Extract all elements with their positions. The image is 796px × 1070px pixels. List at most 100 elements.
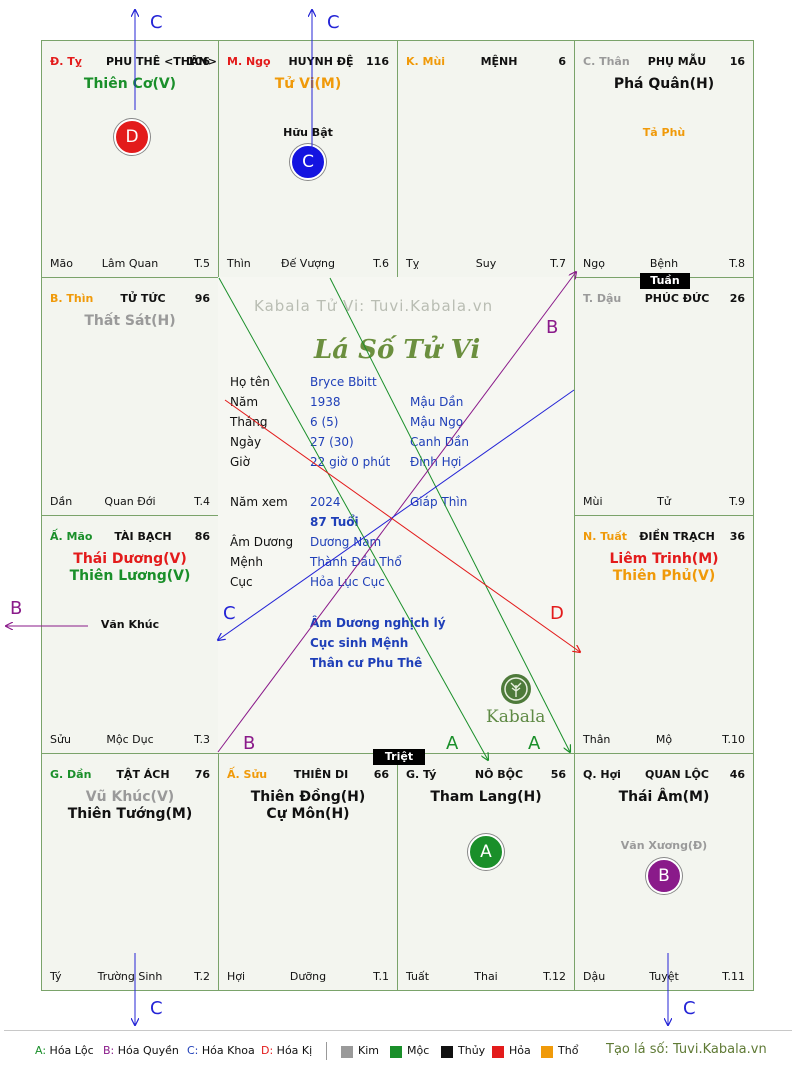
brand-emblem [501, 674, 531, 704]
palace-canchi: M. Ngọ [227, 55, 271, 68]
major-stars: Phá Quân(H) [575, 76, 753, 93]
palace-name: PHỤ MẪU [647, 55, 707, 68]
arrow-a-2 [329, 277, 570, 752]
palace-age: 76 [194, 768, 210, 781]
arrow-label-a-2: A [528, 733, 541, 754]
major-star: Cự Môn(H) [266, 806, 350, 822]
palace-canchi: G. Tý [406, 768, 437, 781]
site-credit[interactable]: Tạo lá số: Tuvi.Kabala.vn [606, 1042, 767, 1057]
transformation-arrows [0, 0, 796, 1030]
palace-age: 56 [550, 768, 566, 781]
palace-decade: T.7 [550, 257, 566, 270]
legend-text: Hóa Lộc [46, 1044, 94, 1057]
palace-decade: T.1 [373, 970, 389, 983]
major-star: Liêm Trinh(M) [609, 551, 719, 567]
palace-decade: T.8 [729, 257, 745, 270]
info-canchi: Giáp Thìn [410, 495, 468, 509]
info-value: Dương Nam [310, 535, 382, 549]
major-stars: Liêm Trinh(M)Thiên Phủ(V) [575, 551, 753, 585]
minor-star: Tả Phù [642, 126, 686, 139]
legend-swatch [390, 1046, 402, 1058]
badge-b: B [646, 858, 682, 894]
palace-branch: Thìn [227, 257, 251, 270]
palace-stage: Dưỡng [289, 970, 327, 983]
info-value: Bryce Bbitt [310, 375, 377, 389]
arrow-c-1 [218, 389, 575, 640]
palace-branch: Ngọ [583, 257, 605, 270]
legend-element: Hỏa [509, 1044, 531, 1057]
legend-swatch [541, 1046, 553, 1058]
badge-d: D [114, 119, 150, 155]
palace-stage: Mộ [655, 733, 673, 746]
palace-canchi: G. Dần [50, 768, 92, 781]
info-canchi: Đinh Hợi [410, 455, 462, 469]
palace-name: ĐIỀN TRẠCH [639, 530, 715, 543]
triet-tag: Triệt [373, 749, 425, 765]
palace-branch: Thân [583, 733, 611, 746]
palace-age: 116 [366, 55, 389, 68]
tree-icon [504, 677, 528, 701]
palace-age: 36 [729, 530, 745, 543]
legend-letter: A: [35, 1044, 47, 1057]
palace-branch: Tý [50, 970, 62, 983]
palace-decade: T.3 [194, 733, 210, 746]
major-stars: Tử Vi(M) [219, 76, 397, 93]
palace-branch: Mão [50, 257, 73, 270]
major-star: Thái Dương(V) [73, 551, 187, 567]
major-star: Tham Lang(H) [430, 789, 542, 805]
info-value: 2024 [310, 495, 341, 509]
legend-letter: B: [103, 1044, 115, 1057]
info-note: Âm Dương nghịch lý [310, 616, 446, 630]
arrow-label-b-left: B [10, 598, 23, 619]
palace-stage: Quan Đới [104, 495, 156, 508]
palace-branch: Sửu [50, 733, 71, 746]
legend-transform-item: B: Hóa Quyền [103, 1044, 179, 1057]
info-canchi: Mậu Dần [410, 395, 464, 409]
info-canchi: Canh Dần [410, 435, 469, 449]
arrow-label-a-1: A [446, 733, 459, 754]
palace-name: QUAN LỘC [645, 768, 709, 781]
palace-age: 106 [187, 55, 210, 68]
info-note: Cục sinh Mệnh [310, 636, 409, 650]
info-key: Họ tên [230, 375, 270, 389]
palace-stage: Thai [474, 970, 498, 983]
palace-stage: Suy [475, 257, 497, 270]
legend-swatch [341, 1046, 353, 1058]
info-canchi: Mậu Ngọ [410, 415, 464, 429]
palace-decade: T.2 [194, 970, 210, 983]
minor-star: Văn Khúc [100, 618, 160, 631]
center-watermark: Kabala Tử Vi: Tuvi.Kabala.vn [254, 297, 494, 315]
major-stars: Thiên Đồng(H)Cự Môn(H) [219, 789, 397, 823]
info-key: Mệnh [230, 555, 263, 569]
info-value: 22 giờ 0 phút [310, 455, 391, 469]
major-stars: Vũ Khúc(V)Thiên Tướng(M) [42, 789, 218, 823]
palace-age: 96 [194, 292, 210, 305]
info-value: 6 (5) [310, 415, 339, 429]
arrow-label-c-bottom-left: C [150, 998, 163, 1019]
info-note: Thân cư Phu Thê [310, 656, 423, 670]
major-star: Thất Sát(H) [84, 313, 176, 329]
major-star: Vũ Khúc(V) [85, 789, 175, 805]
major-star: Tử Vi(M) [274, 76, 342, 92]
